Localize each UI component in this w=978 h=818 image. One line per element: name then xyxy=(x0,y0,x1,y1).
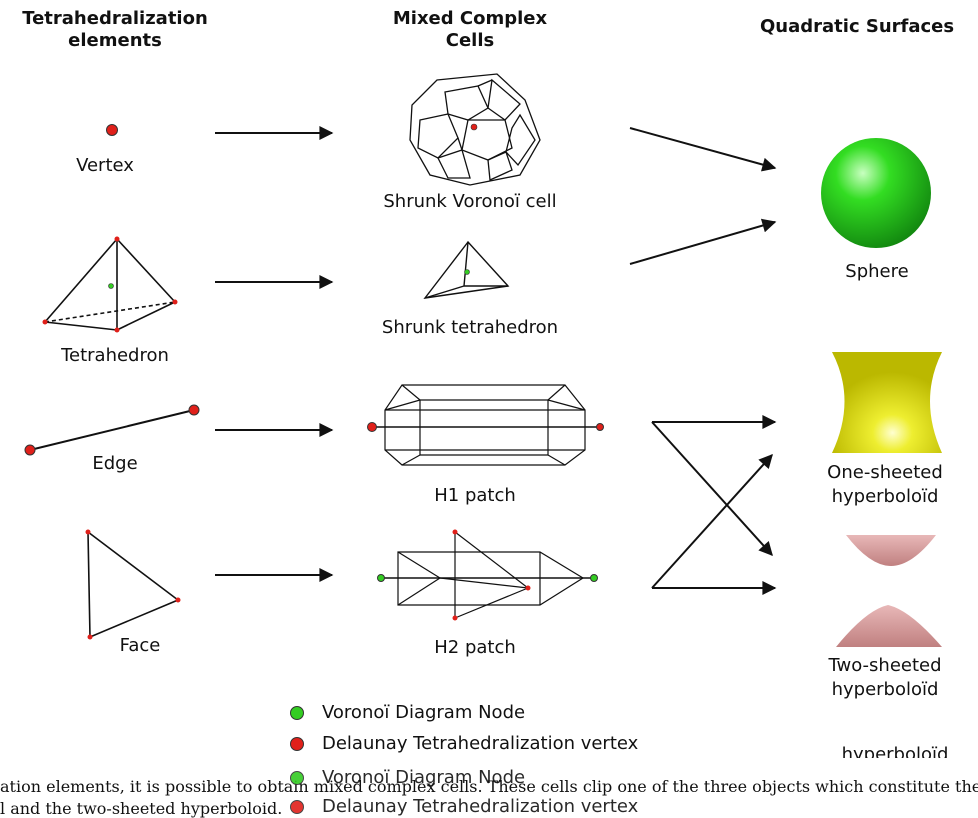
red-dot-icon xyxy=(290,737,304,751)
label-vertex: Vertex xyxy=(76,155,134,176)
arrows-left xyxy=(215,126,334,582)
overlap-delaunay-vertex: Delaunay Tetrahedralization vertex xyxy=(290,796,638,818)
header-quadratic: Quadratic Surfaces xyxy=(760,16,955,37)
arrows-right xyxy=(629,127,777,595)
caption-line-1: ation elements, it is possible to obtain… xyxy=(0,777,978,796)
label-face: Face xyxy=(119,635,161,656)
shrunk-voronoi-figure xyxy=(409,73,541,186)
legend-delaunay-vertex: Delaunay Tetrahedralization vertex xyxy=(290,733,638,755)
sphere-figure xyxy=(821,138,931,248)
red-dot-icon xyxy=(290,800,304,814)
label-sphere: Sphere xyxy=(845,261,909,282)
header-mixed-complex: Mixed Complex Cells xyxy=(392,8,548,51)
two-sheeted-bottom-figure xyxy=(836,605,942,647)
two-sheeted-top-figure xyxy=(846,535,936,566)
h1-patch-figure xyxy=(372,384,600,466)
label-shrunk-voronoi: Shrunk Voronoï cell xyxy=(383,191,557,212)
face-figure xyxy=(87,530,180,639)
overlap-voronoi-node: Voronoï Diagram Node xyxy=(290,767,525,789)
caption-line-2: l and the two-sheeted hyperboloid. xyxy=(0,799,283,818)
legend-voronoi-node: Voronoï Diagram Node xyxy=(290,702,525,724)
label-one-sheeted: One-sheeted hyperboloïd xyxy=(827,462,943,507)
label-two-sheeted: Two-sheeted hyperboloïd xyxy=(828,655,942,700)
label-h1-patch: H1 patch xyxy=(434,485,516,506)
edge-figure xyxy=(29,409,195,451)
label-tetrahedron: Tetrahedron xyxy=(61,345,169,366)
one-sheeted-figure xyxy=(832,352,942,453)
vertex-dot xyxy=(106,124,118,136)
label-shrunk-tetrahedron: Shrunk tetrahedron xyxy=(381,317,559,338)
shrunk-tetrahedron-figure xyxy=(423,240,510,299)
tetrahedron-figure xyxy=(44,238,176,331)
legend-voronoi-label: Voronoï Diagram Node xyxy=(322,702,526,723)
label-edge: Edge xyxy=(92,453,138,474)
green-dot-icon xyxy=(290,706,304,720)
overlap-delaunay-label: Delaunay Tetrahedralization vertex xyxy=(322,796,639,817)
header-tetrahedralization: Tetrahedralization elements xyxy=(22,8,208,51)
legend-delaunay-label: Delaunay Tetrahedralization vertex xyxy=(322,733,639,754)
overlap-voronoi-label: Voronoï Diagram Node xyxy=(322,767,526,788)
label-h2-patch: H2 patch xyxy=(434,637,516,658)
h2-patch-figure xyxy=(381,531,594,619)
partial-hyperboloid-text: hyperboloïd xyxy=(841,744,949,758)
green-dot-icon xyxy=(290,771,304,785)
